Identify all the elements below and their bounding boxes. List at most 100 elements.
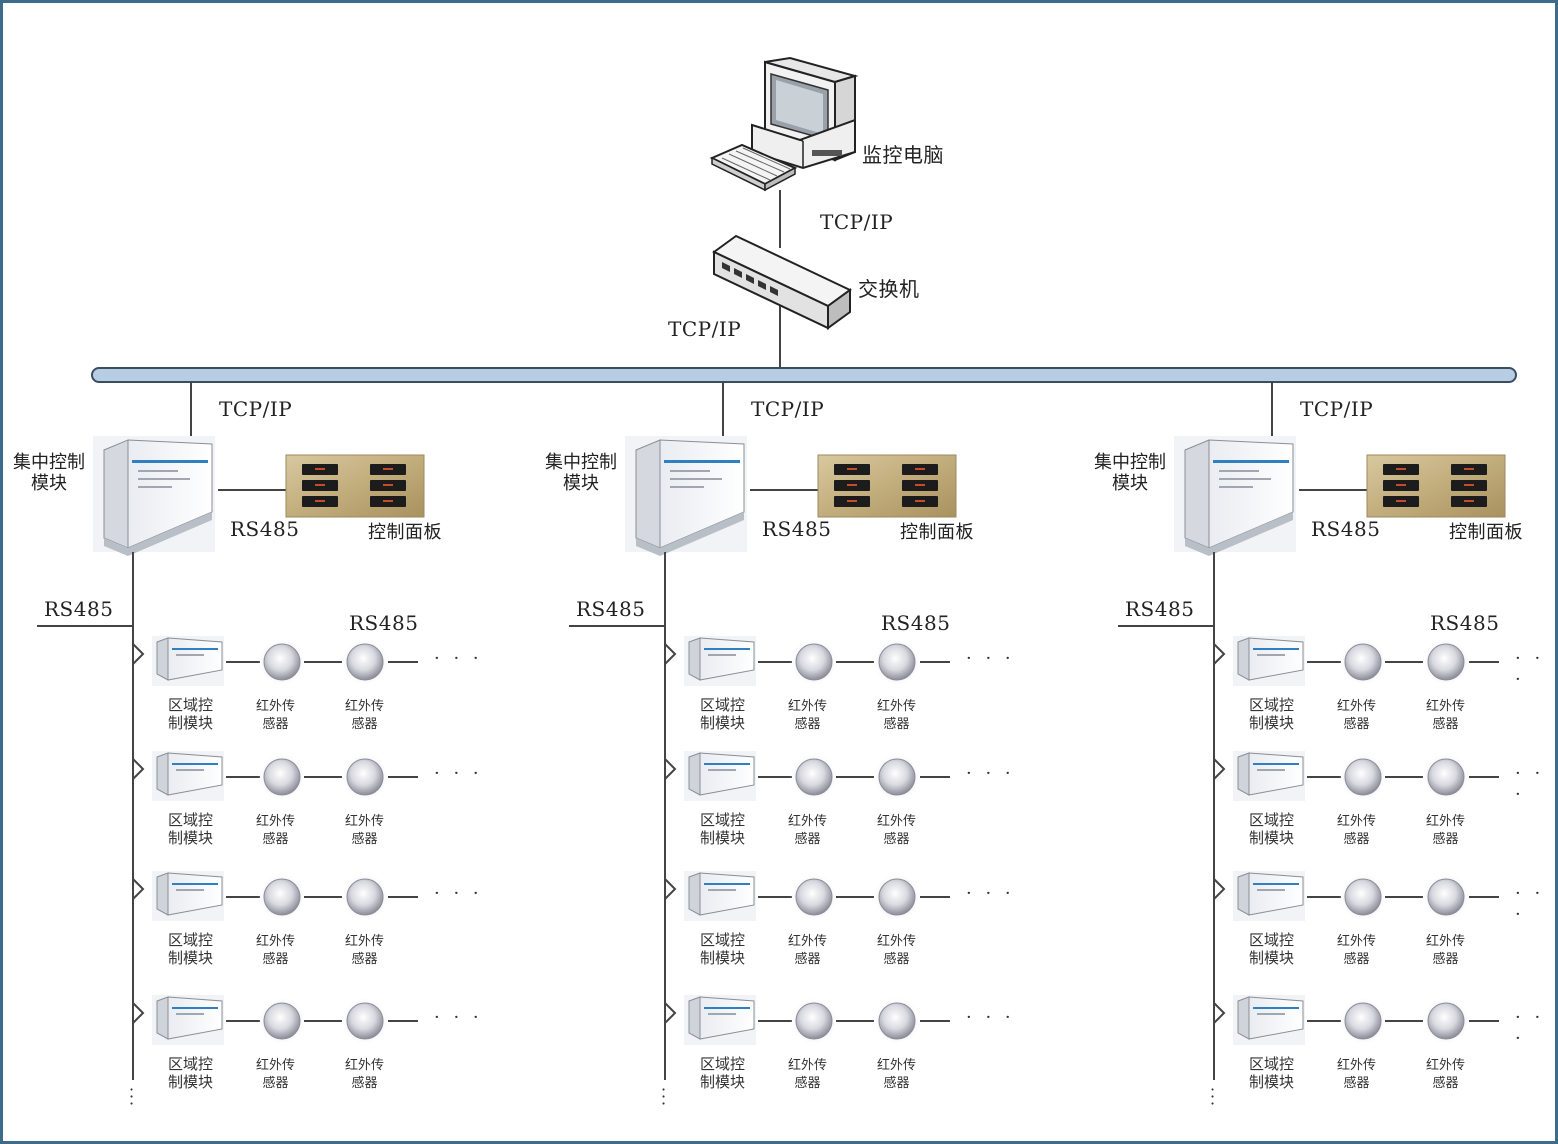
control-panel-label: 控制面板 bbox=[1449, 522, 1523, 543]
continuation-ellipsis: · · · bbox=[966, 1007, 1015, 1028]
rs485-bus-label: RS485 bbox=[44, 597, 114, 621]
device-row bbox=[1213, 636, 1499, 686]
infrared-sensor-icon bbox=[790, 873, 838, 921]
tcp-ip-bus bbox=[91, 367, 1517, 383]
rs485-row-label: RS485 bbox=[881, 611, 951, 635]
zone-controller-icon bbox=[1233, 871, 1305, 921]
zone-module-label: 区域控制模块 bbox=[1249, 811, 1295, 847]
continuation-ellipsis: · · · bbox=[966, 883, 1015, 904]
ir-sensor-label: 红外传感器 bbox=[877, 934, 917, 967]
ir-sensor-label: 红外传感器 bbox=[788, 699, 828, 732]
device-row bbox=[664, 636, 950, 686]
device-row bbox=[132, 636, 418, 686]
ir-sensor-label: 红外传感器 bbox=[256, 934, 296, 967]
continuation-ellipsis: · · · bbox=[966, 763, 1015, 784]
ir-sensor-label: 红外传感器 bbox=[345, 934, 385, 967]
ir-sensor-label: 红外传感器 bbox=[345, 814, 385, 847]
rs485-bus-label: RS485 bbox=[1125, 597, 1195, 621]
infrared-sensor-icon bbox=[258, 753, 306, 801]
device-row bbox=[132, 995, 418, 1045]
infrared-sensor-icon bbox=[1422, 753, 1470, 801]
infrared-sensor-icon bbox=[341, 753, 389, 801]
ir-sensor-label: 红外传感器 bbox=[1426, 1058, 1466, 1091]
din-rail-controller-icon bbox=[625, 436, 747, 556]
column-2 bbox=[569, 382, 957, 1080]
continuation-ellipsis: · · · bbox=[434, 1007, 483, 1028]
continuation-ellipsis: · · · bbox=[434, 763, 483, 784]
zone-module-label: 区域控制模块 bbox=[168, 1055, 214, 1091]
zone-controller-icon bbox=[684, 636, 756, 686]
tcp-ip-label-computer-switch: TCP/IP bbox=[820, 210, 894, 234]
infrared-sensor-icon bbox=[790, 638, 838, 686]
switch-label: 交换机 bbox=[858, 277, 920, 301]
computer-label: 监控电脑 bbox=[862, 143, 944, 167]
continuation-ellipsis: · · · bbox=[966, 648, 1015, 669]
ir-sensor-label: 红外传感器 bbox=[1426, 699, 1466, 732]
infrared-sensor-icon bbox=[1339, 873, 1387, 921]
zone-module-label: 区域控制模块 bbox=[1249, 931, 1295, 967]
control-panel-label: 控制面板 bbox=[368, 522, 442, 543]
infrared-sensor-icon bbox=[1339, 638, 1387, 686]
ir-sensor-label: 红外传感器 bbox=[788, 814, 828, 847]
device-row bbox=[1213, 871, 1499, 921]
rs485-panel-label: RS485 bbox=[762, 517, 832, 541]
keypad-panel-icon bbox=[285, 454, 425, 518]
infrared-sensor-icon bbox=[1339, 997, 1387, 1045]
network-switch-icon bbox=[712, 234, 852, 330]
ir-sensor-label: 红外传感器 bbox=[1337, 1058, 1377, 1091]
rs485-row-label: RS485 bbox=[349, 611, 419, 635]
din-rail-controller-icon bbox=[1174, 436, 1296, 556]
device-row bbox=[1213, 995, 1499, 1045]
ir-sensor-label: 红外传感器 bbox=[256, 1058, 296, 1091]
control-panel-label: 控制面板 bbox=[900, 522, 974, 543]
ir-sensor-label: 红外传感器 bbox=[1337, 699, 1377, 732]
infrared-sensor-icon bbox=[1422, 873, 1470, 921]
device-row bbox=[132, 871, 418, 921]
zone-module-label: 区域控制模块 bbox=[700, 931, 746, 967]
tcp-ip-label-switch-bus: TCP/IP bbox=[668, 317, 742, 341]
central-module-label: 集中控制模块 bbox=[1094, 452, 1166, 494]
infrared-sensor-icon bbox=[790, 997, 838, 1045]
infrared-sensor-icon bbox=[873, 873, 921, 921]
zone-controller-icon bbox=[1233, 751, 1305, 801]
infrared-sensor-icon bbox=[341, 638, 389, 686]
zone-module-label: 区域控制模块 bbox=[1249, 696, 1295, 732]
zone-module-label: 区域控制模块 bbox=[700, 811, 746, 847]
zone-controller-icon bbox=[152, 871, 224, 921]
infrared-sensor-icon bbox=[258, 873, 306, 921]
zone-controller-icon bbox=[1233, 636, 1305, 686]
zone-controller-icon bbox=[152, 995, 224, 1045]
tcp-ip-label: TCP/IP bbox=[751, 397, 825, 421]
zone-controller-icon bbox=[684, 871, 756, 921]
zone-module-label: 区域控制模块 bbox=[168, 811, 214, 847]
ir-sensor-label: 红外传感器 bbox=[1337, 814, 1377, 847]
infrared-sensor-icon bbox=[341, 997, 389, 1045]
zone-controller-icon bbox=[1233, 995, 1305, 1045]
rs485-panel-label: RS485 bbox=[1311, 517, 1381, 541]
continuation-ellipsis: · · · bbox=[1515, 648, 1545, 690]
ir-sensor-label: 红外传感器 bbox=[345, 699, 385, 732]
zone-controller-icon bbox=[684, 751, 756, 801]
infrared-sensor-icon bbox=[258, 638, 306, 686]
ir-sensor-label: 红外传感器 bbox=[788, 934, 828, 967]
infrared-sensor-icon bbox=[873, 753, 921, 801]
vertical-continuation-dots: ··· bbox=[1210, 1080, 1216, 1113]
infrared-sensor-icon bbox=[873, 997, 921, 1045]
ir-sensor-label: 红外传感器 bbox=[256, 699, 296, 732]
keypad-panel-icon bbox=[1366, 454, 1506, 518]
rs485-panel-label: RS485 bbox=[230, 517, 300, 541]
ir-sensor-label: 红外传感器 bbox=[877, 1058, 917, 1091]
zone-module-label: 区域控制模块 bbox=[1249, 1055, 1295, 1091]
infrared-sensor-icon bbox=[341, 873, 389, 921]
ir-sensor-label: 红外传感器 bbox=[1337, 934, 1377, 967]
continuation-ellipsis: · · · bbox=[1515, 1007, 1545, 1049]
infrared-sensor-icon bbox=[258, 997, 306, 1045]
zone-module-label: 区域控制模块 bbox=[700, 1055, 746, 1091]
vertical-continuation-dots: ··· bbox=[661, 1080, 667, 1113]
rs485-bus-label: RS485 bbox=[576, 597, 646, 621]
zone-module-label: 区域控制模块 bbox=[700, 696, 746, 732]
zone-controller-icon bbox=[684, 995, 756, 1045]
continuation-ellipsis: · · · bbox=[434, 648, 483, 669]
desktop-computer-icon bbox=[709, 56, 859, 192]
